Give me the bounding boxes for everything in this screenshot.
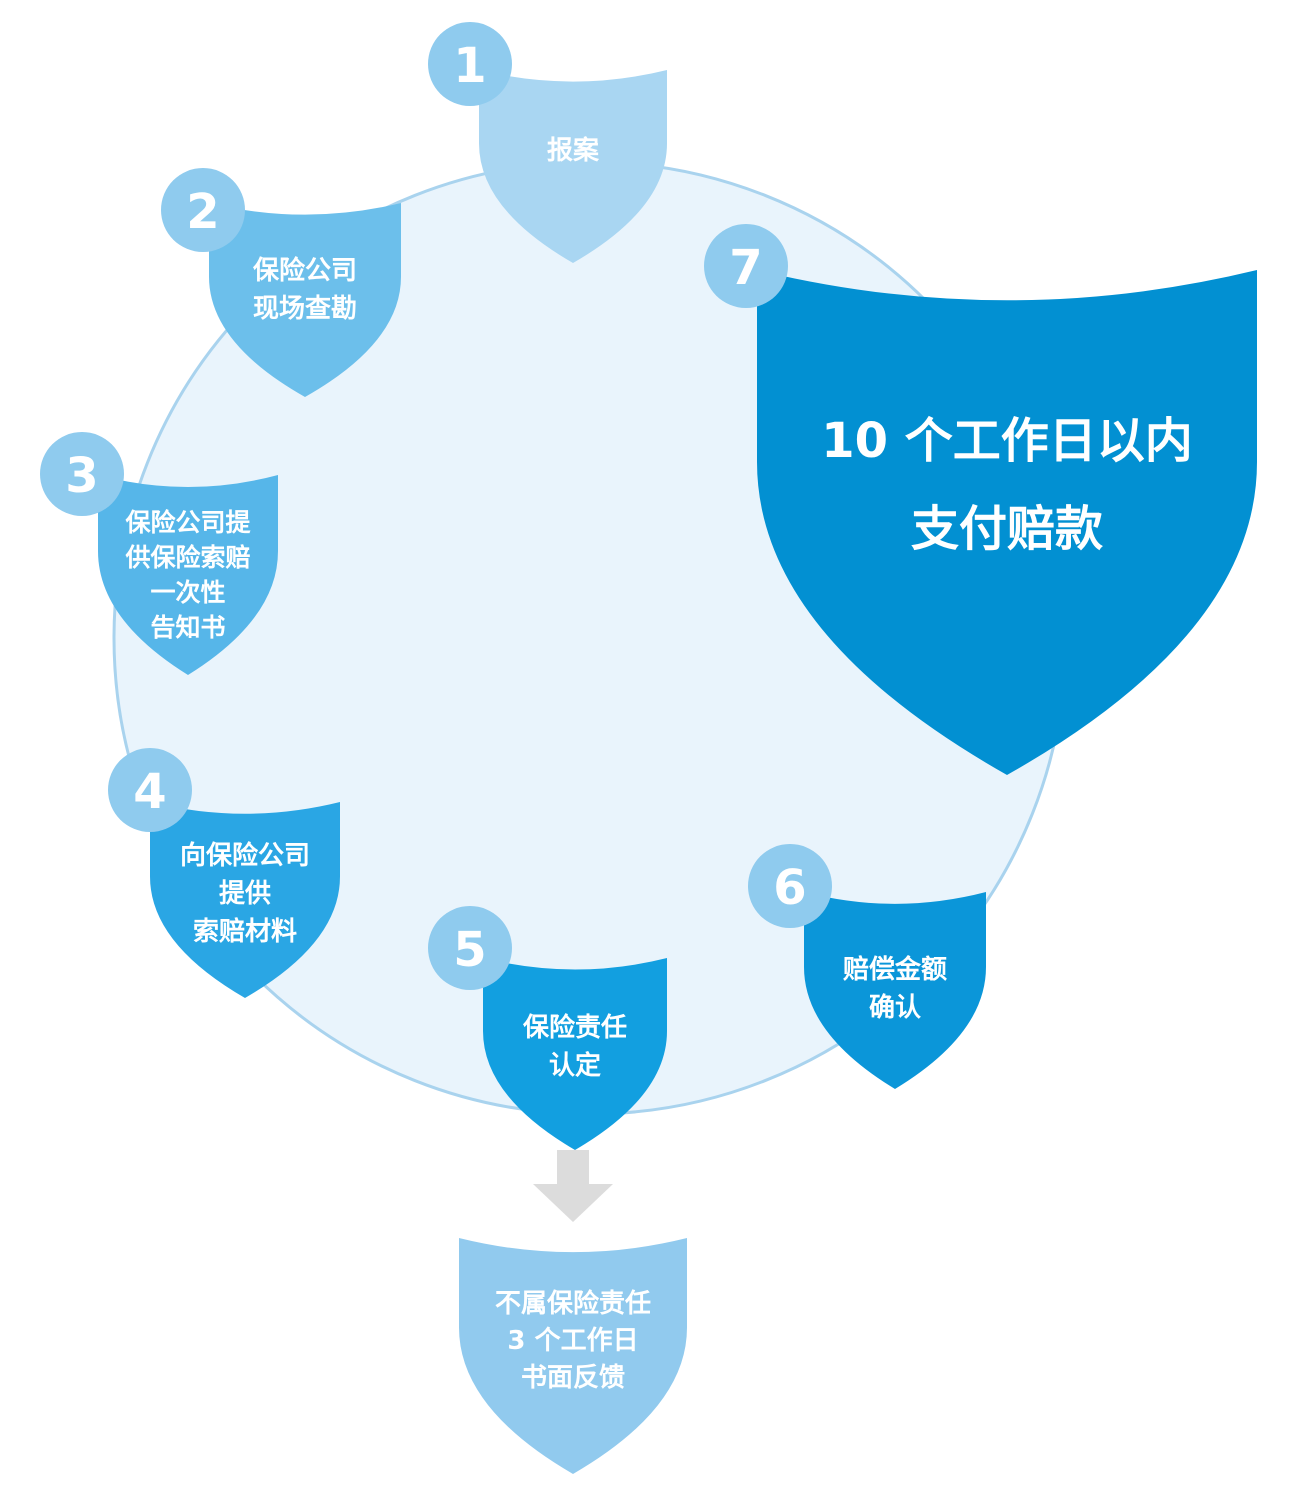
step-2-shield-shape — [209, 203, 401, 397]
step-3-label-line: 一次性 — [150, 578, 225, 607]
step-1-label-line: 报案 — [547, 135, 600, 166]
step-5-number-badge: 5 — [428, 906, 512, 990]
step-6-label-line: 确认 — [869, 992, 921, 1023]
step-1-shield: 报案 1 — [428, 22, 667, 263]
step-6-label-line: 赔偿金额 — [843, 954, 947, 985]
step-5-label-line: 认定 — [549, 1050, 601, 1081]
step-3-label-line: 保险公司提 — [124, 508, 251, 537]
step-3-label-line: 供保险索赔 — [124, 543, 250, 572]
step-2-label-line: 保险公司 — [252, 255, 357, 286]
down-arrow — [533, 1150, 613, 1222]
step-1-shield-shape — [479, 70, 667, 263]
step-7-label-line: 支付赔款 — [911, 501, 1103, 557]
step-4-shield-shape — [150, 802, 340, 998]
step-5-label-line: 保险责任 — [522, 1012, 627, 1043]
step-7-number-badge: 7 — [704, 224, 788, 308]
step-7-label-line: 10 个工作日以内 — [821, 413, 1193, 469]
step-7-shield-shape — [757, 270, 1257, 775]
step-2-number: 2 — [186, 184, 219, 240]
step-4-number: 4 — [133, 764, 166, 820]
step-3-number: 3 — [65, 448, 98, 504]
step-6-shield-shape — [804, 892, 986, 1089]
outcome-label-line: 不属保险责任 — [495, 1288, 651, 1319]
step-1-number: 1 — [453, 38, 486, 94]
step-4-number-badge: 4 — [108, 748, 192, 832]
outcome-label-line: 3 个工作日 — [507, 1326, 638, 1356]
step-4-label-line: 向保险公司 — [180, 840, 310, 871]
step-3-label-line: 告知书 — [150, 613, 225, 642]
step-2-label-line: 现场查勘 — [253, 294, 357, 324]
step-3-shield-shape — [98, 475, 278, 675]
outcome-shield-shape — [459, 1238, 687, 1474]
step-5-number: 5 — [453, 922, 486, 978]
step-2-number-badge: 2 — [161, 168, 245, 252]
outcome-label-line: 书面反馈 — [521, 1363, 625, 1393]
step-6-number-badge: 6 — [748, 844, 832, 928]
step-6-number: 6 — [773, 860, 806, 916]
step-7-number: 7 — [729, 240, 762, 296]
arrow-layer — [533, 1150, 613, 1222]
step-3-number-badge: 3 — [40, 432, 124, 516]
step-4-label-line: 索赔材料 — [193, 917, 297, 947]
step-4-label-line: 提供 — [219, 879, 271, 909]
step-5-shield-shape — [483, 958, 667, 1150]
step-1-number-badge: 1 — [428, 22, 512, 106]
